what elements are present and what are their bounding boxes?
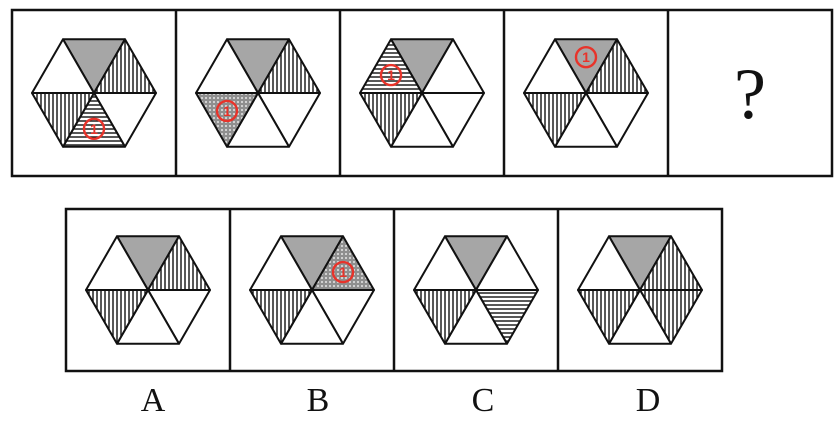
svg-text:1: 1	[582, 49, 590, 65]
sequence-figure-3: 1	[359, 38, 485, 148]
option-label-b[interactable]: B	[306, 382, 330, 419]
option-label-d[interactable]: D	[635, 382, 661, 419]
option-figure-a	[85, 235, 211, 345]
hex-segment	[31, 38, 95, 94]
hex-segment	[523, 38, 587, 94]
hex-segment	[577, 235, 641, 291]
circled-number-marker: 1	[331, 260, 355, 284]
circled-number-marker: 1	[82, 117, 106, 140]
hex-segment	[249, 235, 313, 291]
option-figure-c	[413, 235, 539, 345]
sequence-frame	[10, 8, 834, 178]
option-figure-d	[577, 235, 703, 345]
sequence-figure-1: 1	[31, 38, 157, 148]
circled-number-marker: 1	[574, 46, 598, 69]
sequence-figure-4: 1	[523, 38, 649, 148]
svg-text:1: 1	[387, 67, 395, 83]
circled-number-marker: 1	[215, 99, 239, 123]
hex-segment	[85, 235, 149, 291]
svg-text:1: 1	[90, 121, 98, 137]
hex-segment	[413, 235, 477, 291]
hex-segment	[195, 38, 259, 94]
option-figure-b: 1	[249, 235, 375, 345]
option-label-c[interactable]: C	[471, 382, 495, 419]
svg-text:1: 1	[223, 103, 231, 119]
svg-text:1: 1	[339, 264, 347, 280]
option-label-a[interactable]: A	[140, 382, 166, 419]
question-mark: ?	[734, 54, 766, 134]
circled-number-marker: 1	[379, 63, 403, 87]
sequence-figure-2: 1	[195, 38, 321, 148]
